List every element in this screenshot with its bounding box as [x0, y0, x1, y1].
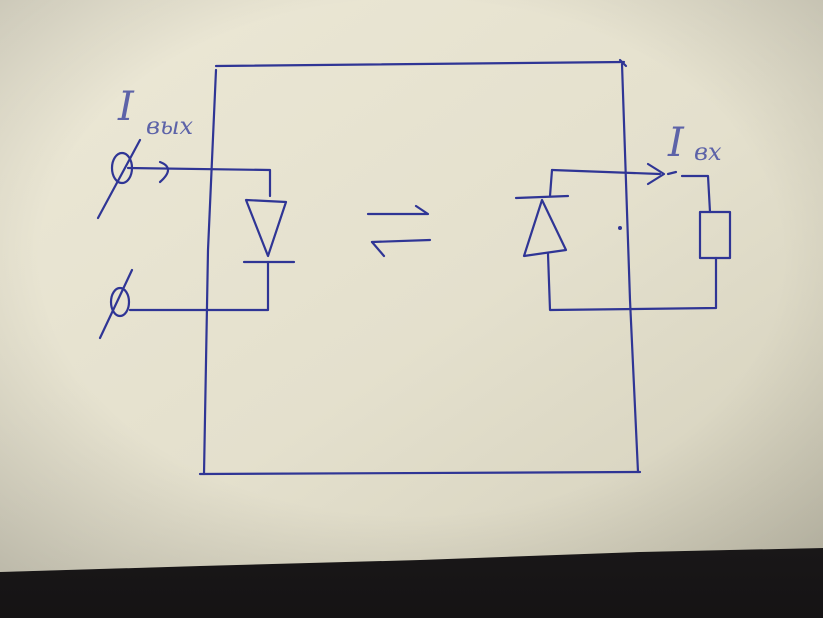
enclosure-top-edge — [214, 60, 626, 68]
photodiode-top-lead — [548, 168, 554, 198]
photodiode-triangle — [522, 198, 568, 258]
led-triangle — [244, 198, 288, 258]
input-bottom-wire — [128, 260, 270, 312]
enclosure-bottom-edge — [198, 470, 642, 476]
output-wire-to-resistor — [666, 170, 712, 214]
input-current-arrow — [158, 160, 170, 184]
input-terminal-circle — [110, 151, 134, 185]
enclosure-left-edge — [202, 68, 218, 476]
input-current-label: I вых — [117, 84, 194, 140]
arrow-left-line — [370, 238, 432, 244]
input-current-subscript: вых — [146, 112, 194, 140]
output-current-symbol: I — [667, 120, 685, 166]
enclosure-corner-mark — [618, 58, 628, 68]
output-bottom-wire — [546, 252, 718, 312]
output-top-wire — [550, 168, 662, 176]
photodiode-bar — [514, 194, 570, 200]
enclosure-right-edge — [620, 62, 640, 474]
input-current-symbol: I — [117, 84, 135, 130]
arrow-left-head — [370, 240, 386, 258]
circuit-ink — [96, 58, 732, 476]
output-current-arrow — [646, 162, 666, 186]
output-current-subscript: вх — [694, 138, 722, 166]
ink-dot — [618, 226, 622, 230]
input-terminal-slash — [96, 138, 142, 220]
output-current-label: I вх — [667, 120, 722, 166]
input-top-wire — [126, 166, 272, 198]
ground-terminal-slash — [98, 268, 134, 340]
ground-terminal-circle — [109, 286, 131, 318]
arrow-right-line — [366, 204, 430, 216]
load-resistor — [698, 210, 732, 260]
